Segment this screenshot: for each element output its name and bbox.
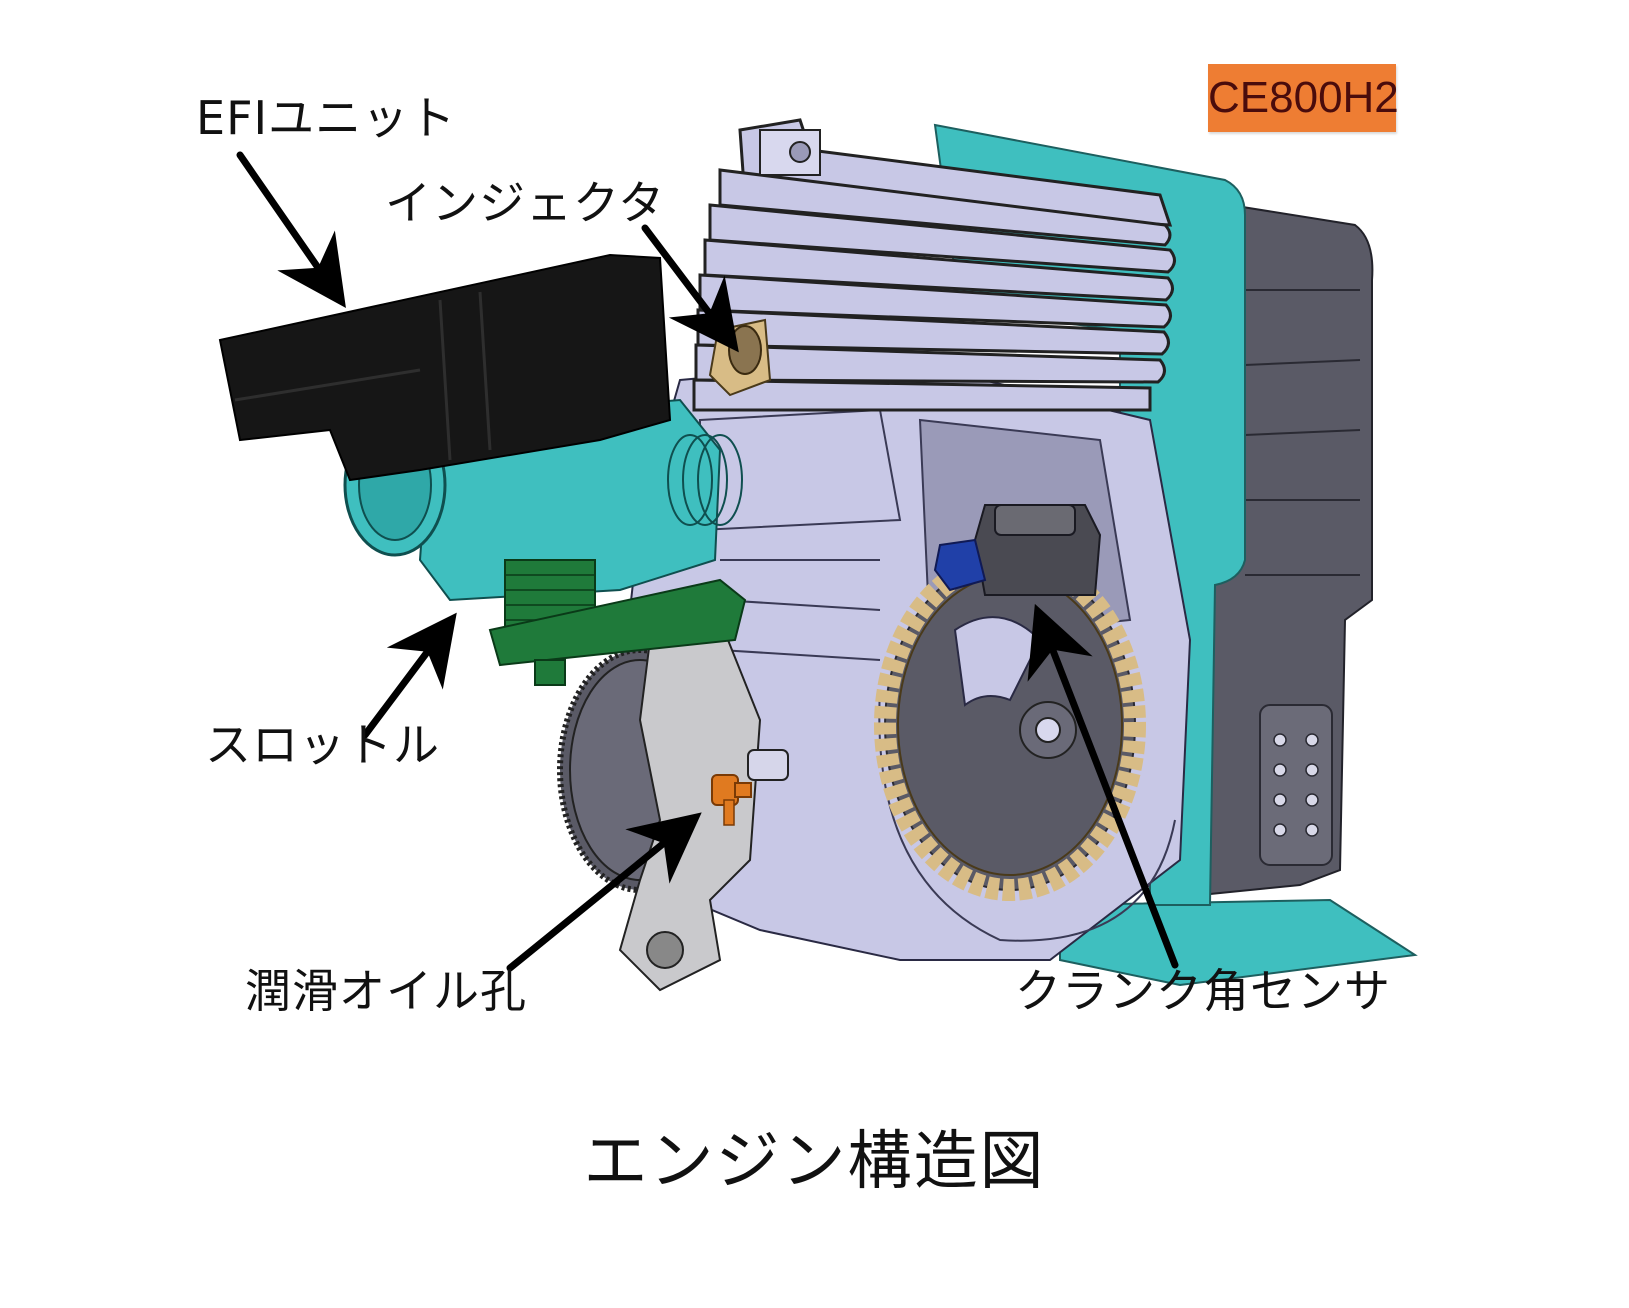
model-badge: CE800H2 (1208, 64, 1399, 132)
label-crank-sensor: クランク角センサ (1015, 964, 1391, 1018)
arrow-injector (641, 224, 739, 353)
label-injector: インジェクタ (385, 176, 666, 230)
label-oil-hole: 潤滑オイル孔 (245, 964, 527, 1018)
mount-bracket (618, 618, 762, 992)
arrow-throttle (361, 612, 457, 739)
crank-sensor-part (933, 504, 1102, 596)
ring-gear (874, 549, 1146, 901)
figure-caption: エンジン構造図 (583, 1125, 1046, 1199)
connector-block (1259, 704, 1333, 866)
arrow-efi (236, 151, 346, 309)
efi-unit-part (218, 253, 672, 482)
label-throttle: スロットル (205, 718, 440, 772)
arrow-oil-hole (506, 812, 702, 972)
label-efi-unit: EFIユニット (196, 91, 457, 145)
oil-plug-part (711, 749, 789, 826)
throttle-part (488, 559, 747, 686)
callout-arrows (236, 151, 1179, 972)
cylinder-fins (692, 118, 1176, 412)
arrow-crank-sensor (1027, 603, 1179, 969)
